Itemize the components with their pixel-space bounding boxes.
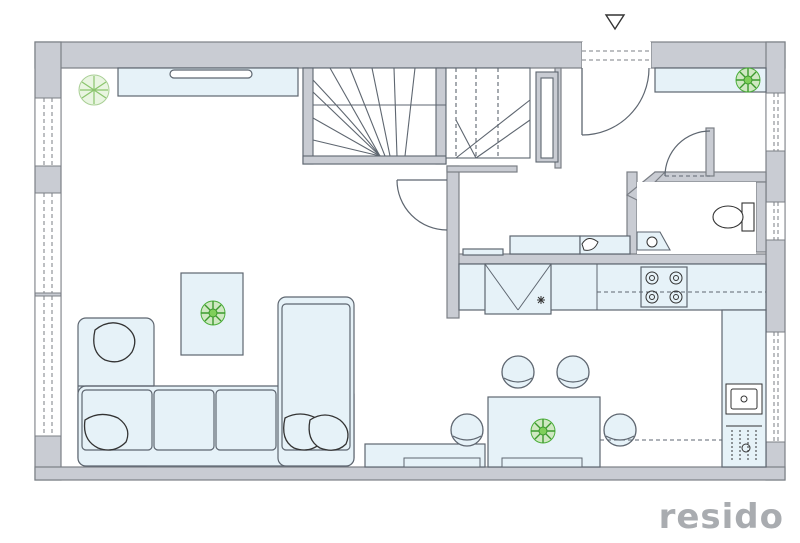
brand-logo-text: resido <box>658 497 784 537</box>
windows <box>34 92 786 443</box>
kitchen-details <box>484 263 766 467</box>
toilet-icon <box>712 202 755 232</box>
utility-cabinets <box>462 235 631 256</box>
kitchen-counter <box>458 263 767 468</box>
sofa-cushions <box>83 322 349 451</box>
coffee-table <box>180 272 244 356</box>
staircase-upper <box>445 67 559 163</box>
window-lines <box>43 93 779 442</box>
dining-bench <box>403 439 722 468</box>
bath-door <box>664 130 711 177</box>
sink-icon <box>725 383 763 460</box>
dining-table <box>487 396 601 468</box>
interior-door-living <box>396 179 448 231</box>
washbasin-icon <box>581 238 599 251</box>
entrance-door <box>581 42 651 136</box>
staircase <box>302 67 447 165</box>
stove-icon <box>645 271 683 304</box>
brand-logo: resido <box>659 497 784 537</box>
plant-icon-corner <box>78 74 110 106</box>
entrance-triangle-icon <box>604 14 626 31</box>
entry-shelf <box>654 67 767 93</box>
tv-sideboard <box>117 67 299 97</box>
